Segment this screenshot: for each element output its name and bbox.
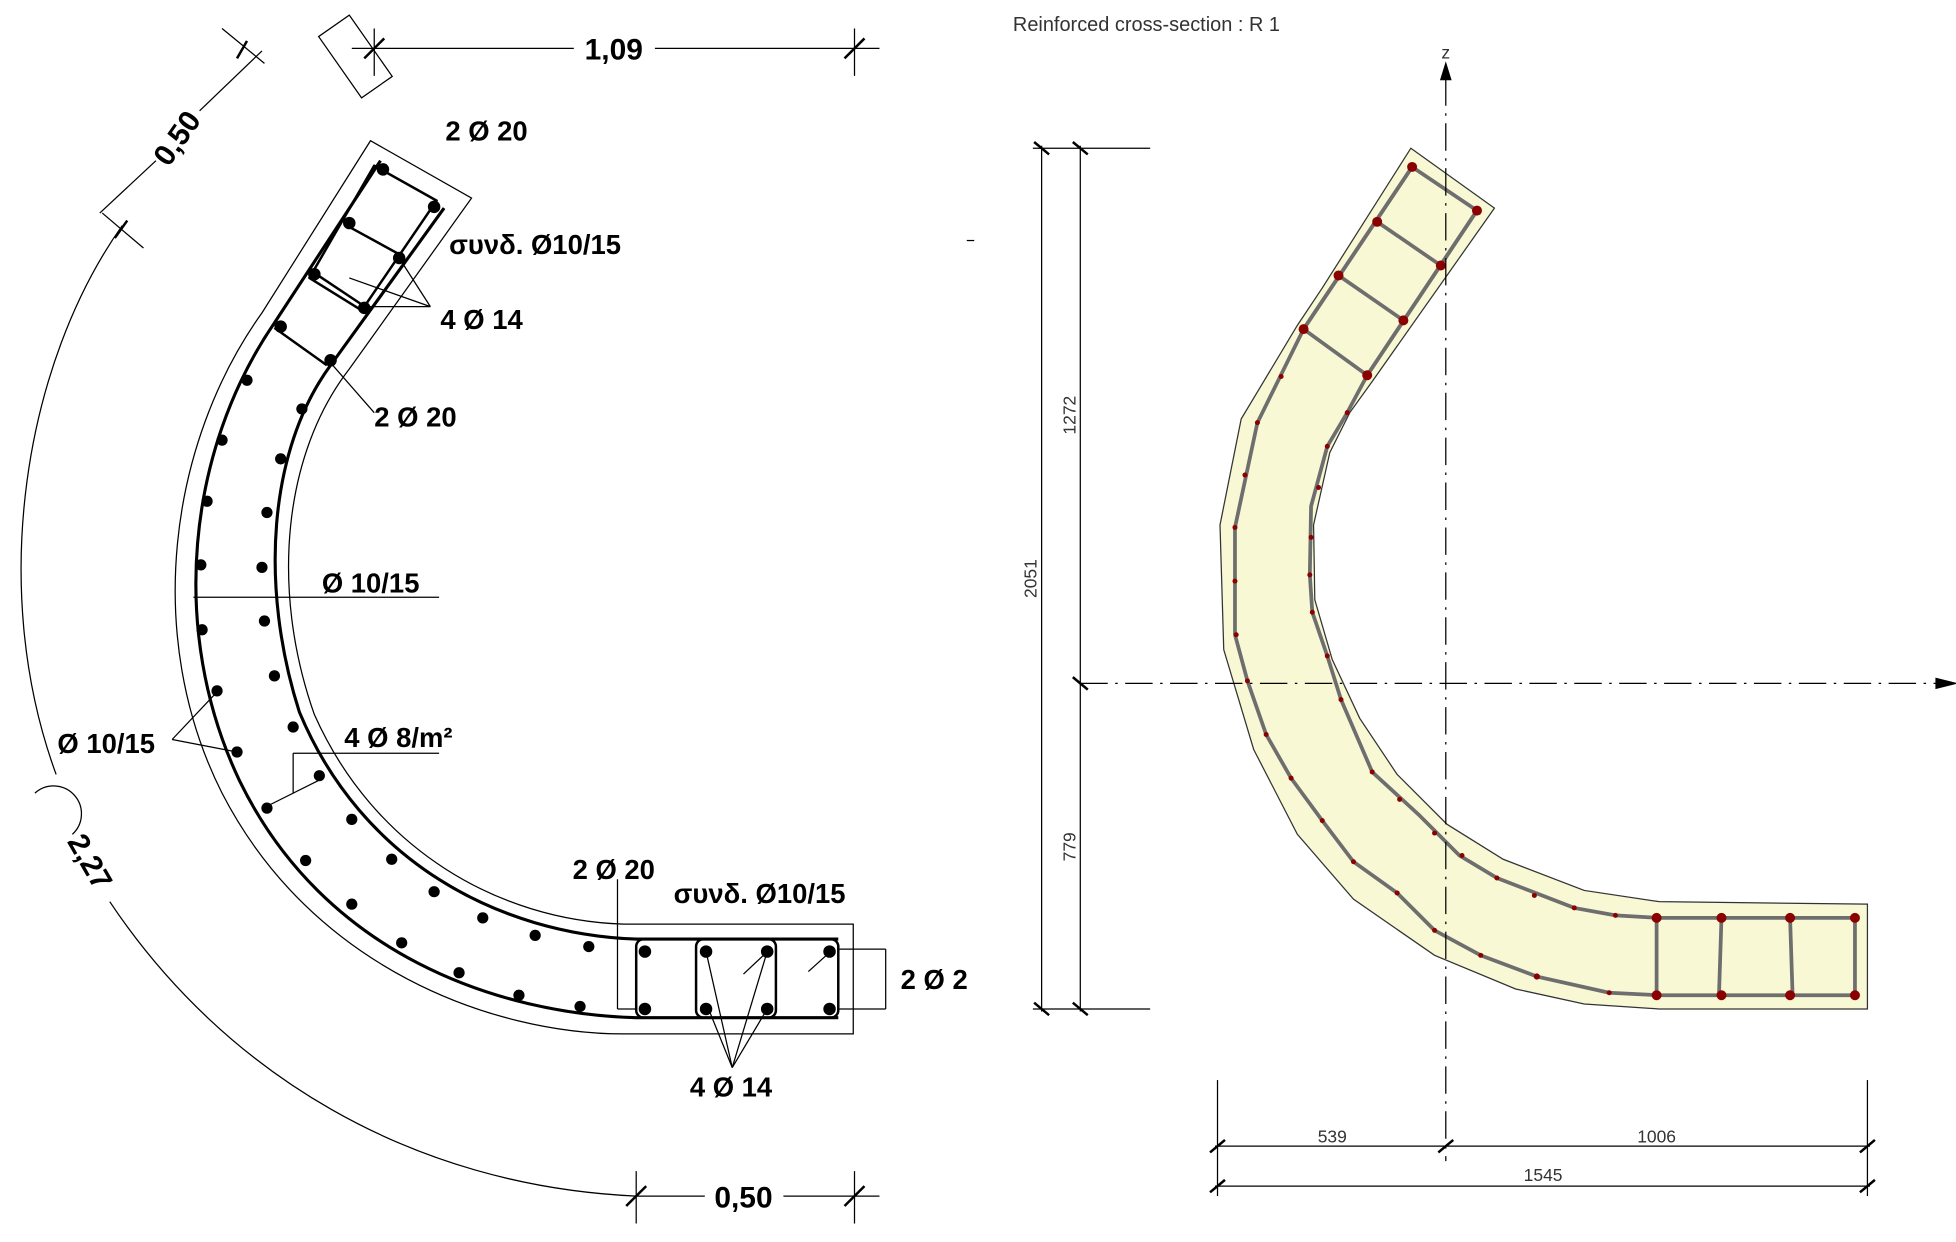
leader-lines bbox=[171, 257, 887, 1068]
left-labels: 1,09 0,50 2,27 0,50 2 Ø 20 συνδ. Ø10/15 … bbox=[57, 34, 967, 1215]
label-bottom-stirrups: συνδ. Ø10/15 bbox=[674, 878, 846, 909]
stirrups-and-bars bbox=[1233, 165, 1857, 998]
z-axis-arrow-icon bbox=[1439, 61, 1452, 81]
horizontal-dimensions: 539 1006 1545 bbox=[1209, 1080, 1876, 1197]
dimension-width-left: 539 bbox=[1318, 1126, 1347, 1146]
arc-break-symbol bbox=[34, 785, 83, 835]
label-top-bars-1: 2 Ø 20 bbox=[445, 116, 527, 147]
dimension-width-total: 1545 bbox=[1524, 1165, 1563, 1185]
label-bottom-bars-mid: 4 Ø 14 bbox=[690, 1071, 773, 1102]
label-top-stirrups: συνδ. Ø10/15 bbox=[449, 229, 621, 260]
dimension-top bbox=[351, 28, 880, 76]
z-axis-label: z bbox=[1441, 42, 1450, 62]
rebar-dots-left bbox=[195, 163, 836, 1016]
y-axis-arrow-icon bbox=[1935, 677, 1956, 690]
dimension-arc-label: 2,27 bbox=[61, 829, 119, 896]
label-ties: 4 Ø 8/m² bbox=[344, 722, 452, 753]
label-top-bars-mid: 4 Ø 14 bbox=[440, 304, 523, 335]
dimension-height-lower: 779 bbox=[1059, 832, 1079, 861]
concrete-section bbox=[1219, 147, 1869, 1010]
label-web-left: Ø 10/15 bbox=[57, 728, 155, 759]
rebars bbox=[1232, 161, 1860, 1001]
vertical-dimensions: 2051 1272 779 bbox=[1021, 141, 1151, 1017]
dimension-bottom bbox=[625, 1171, 880, 1224]
dimension-diagonal-label: 0,50 bbox=[147, 105, 207, 172]
dimension-diagonal bbox=[99, 27, 265, 249]
right-drawing: Reinforced cross-section : R 1 bbox=[1013, 14, 1956, 1197]
label-bottom-bars-right: 2 Ø 2 bbox=[901, 964, 968, 995]
concrete-outline-outer bbox=[174, 139, 854, 1035]
label-bottom-bars-1: 2 Ø 20 bbox=[573, 854, 655, 885]
label-top-bars-2: 2 Ø 20 bbox=[374, 401, 456, 432]
dimension-arc bbox=[20, 225, 123, 775]
dimension-height-upper: 1272 bbox=[1059, 396, 1079, 435]
dimension-arc-lower bbox=[109, 901, 637, 1197]
axes: z bbox=[1080, 42, 1956, 1162]
label-web-mid: Ø 10/15 bbox=[322, 567, 420, 598]
cross-section-title: Reinforced cross-section : R 1 bbox=[1013, 14, 1280, 36]
left-drawing: 1,09 0,50 2,27 0,50 2 Ø 20 συνδ. Ø10/15 … bbox=[20, 14, 968, 1224]
dimension-height-total: 2051 bbox=[1021, 559, 1041, 598]
dimension-top-label: 1,09 bbox=[585, 34, 643, 67]
dimension-bottom-label: 0,50 bbox=[714, 1181, 772, 1214]
top-stirrups bbox=[273, 14, 438, 367]
wall-outer-face bbox=[194, 159, 839, 1020]
dimension-width-right: 1006 bbox=[1637, 1126, 1676, 1146]
bottom-stirrups bbox=[634, 937, 840, 1019]
wall-inner-face bbox=[273, 207, 839, 941]
